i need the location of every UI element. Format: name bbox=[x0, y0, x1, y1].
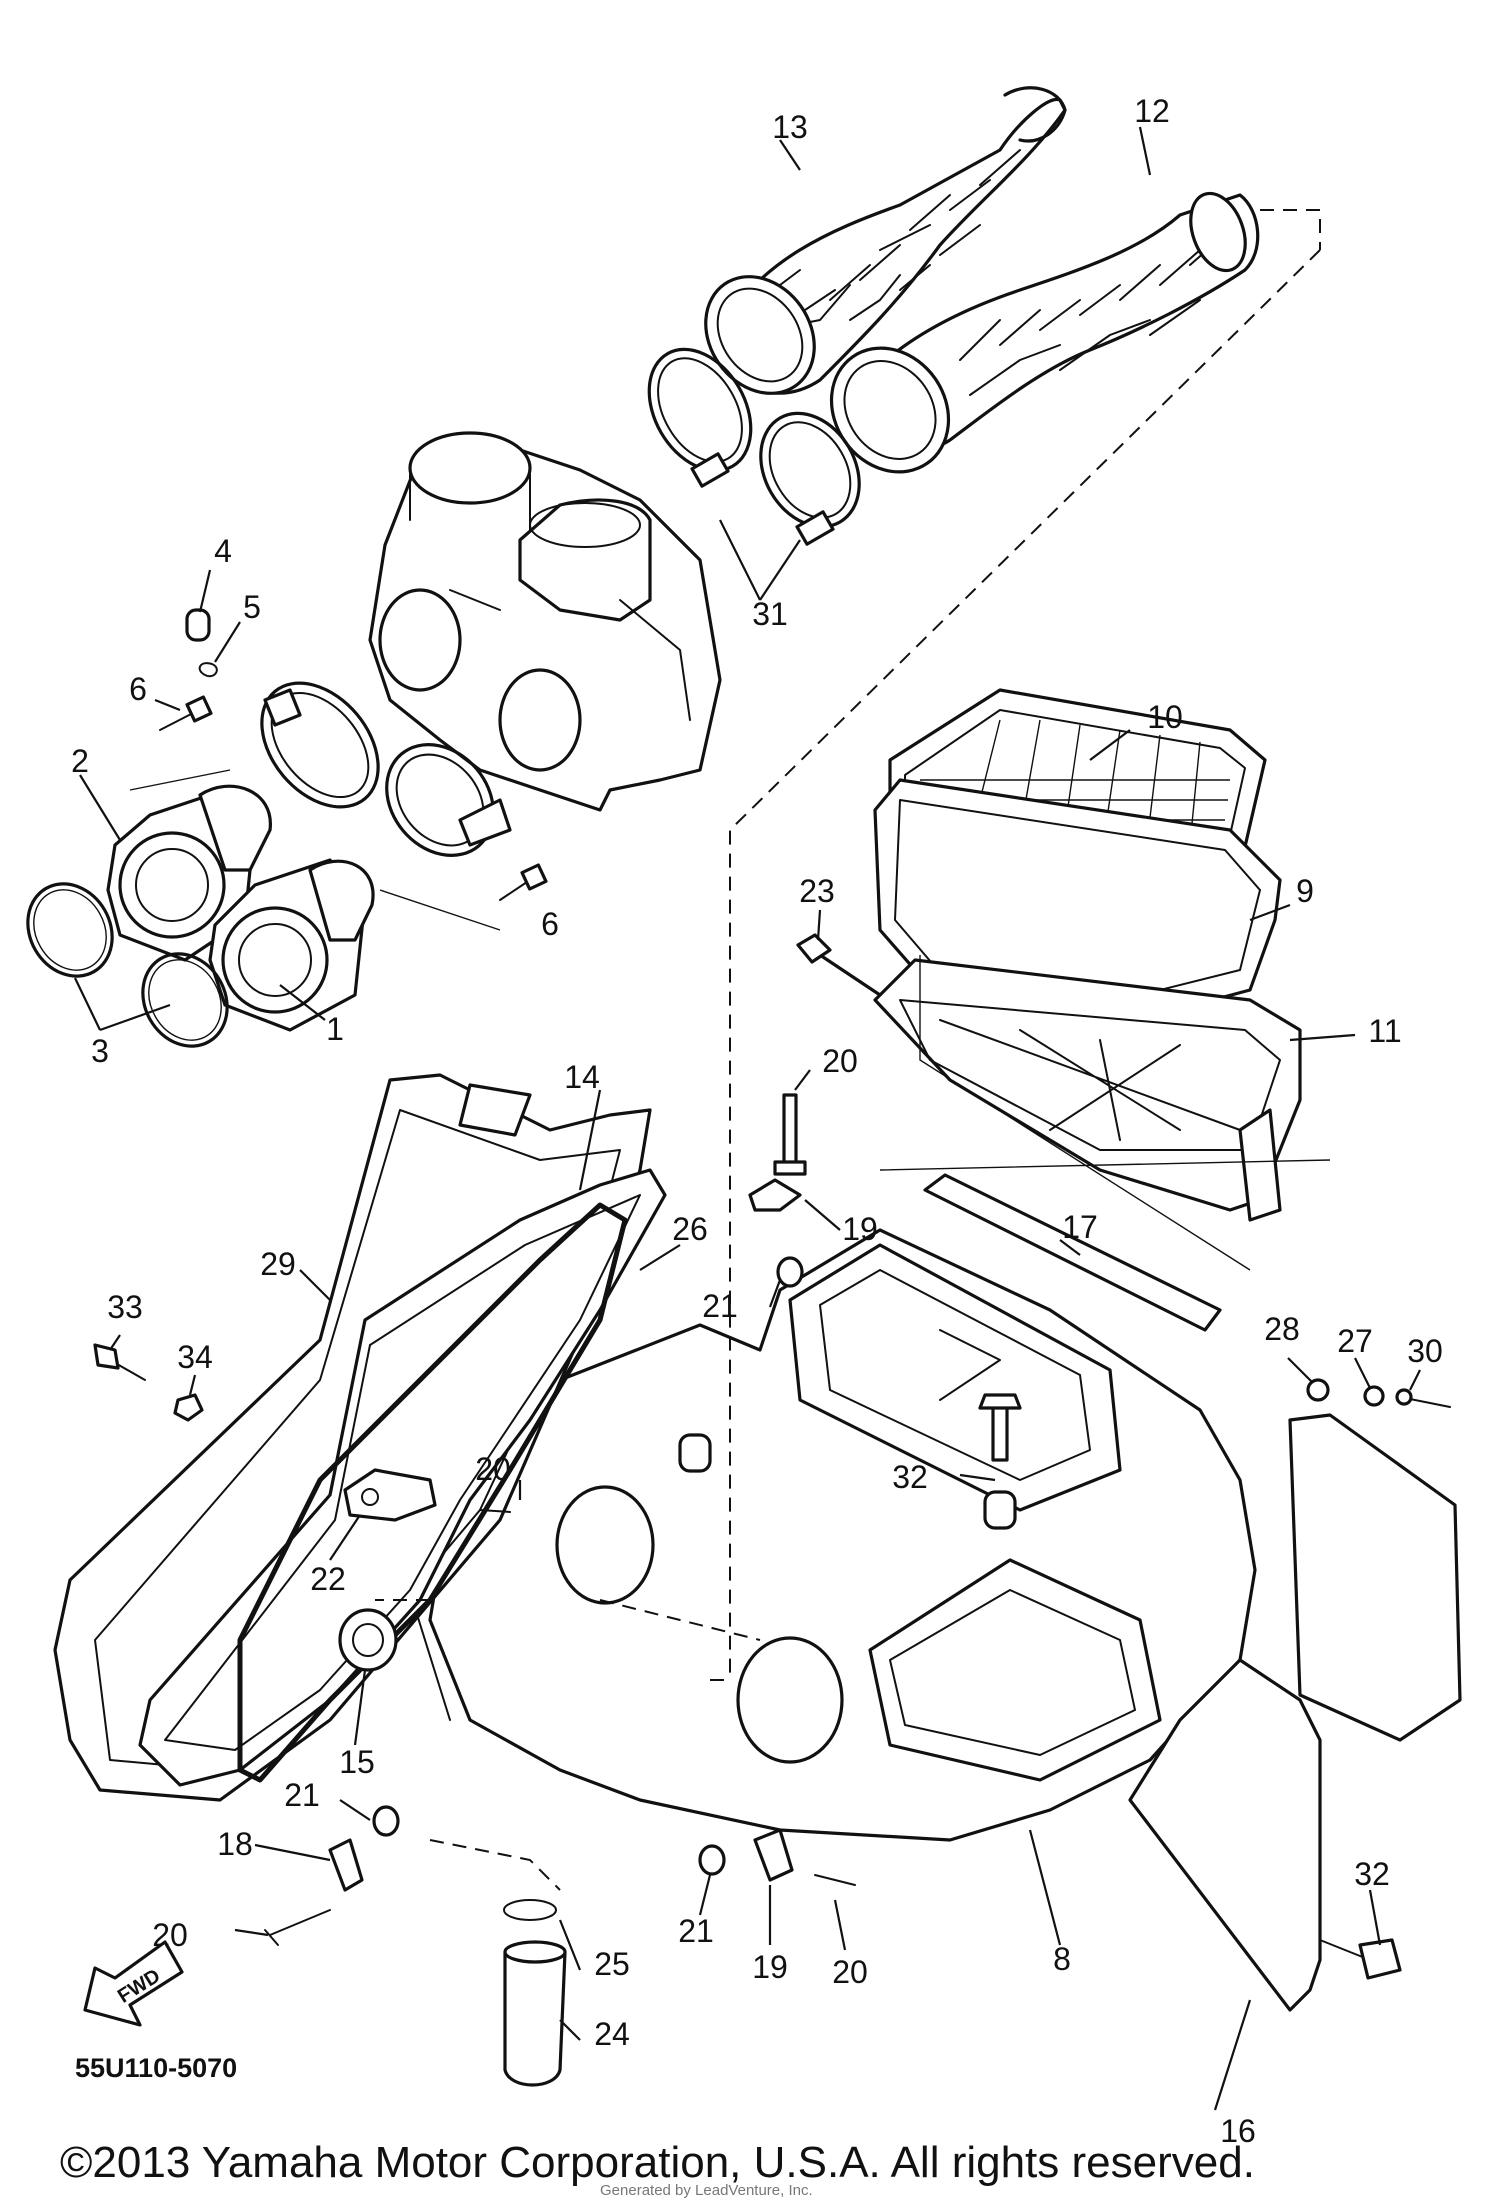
callout-3: 3 bbox=[91, 1033, 109, 1069]
callout-21-left: 21 bbox=[284, 1777, 320, 1813]
callout-5: 5 bbox=[243, 589, 261, 625]
part-32-bolts bbox=[978, 1393, 1402, 1980]
callout-6-upper: 6 bbox=[129, 671, 147, 707]
manifold-clamps bbox=[260, 681, 512, 857]
part-13-intake-duct bbox=[704, 86, 1067, 395]
part-6-screw bbox=[159, 695, 548, 901]
callout-30: 30 bbox=[1407, 1333, 1443, 1369]
callout-14: 14 bbox=[564, 1059, 600, 1095]
callout-34: 34 bbox=[177, 1339, 213, 1375]
part-24-drain-tube bbox=[503, 1940, 567, 2087]
callout-32-upper: 32 bbox=[892, 1459, 928, 1495]
assembly-lines bbox=[129, 209, 1331, 1891]
part-31-clamps bbox=[647, 347, 861, 546]
callout-29: 29 bbox=[260, 1246, 296, 1282]
callout-31: 31 bbox=[752, 596, 788, 632]
part-19-bracket bbox=[748, 1178, 802, 1882]
leader-lines bbox=[74, 126, 1421, 2111]
part-21-collars bbox=[372, 1256, 804, 1876]
callout-22: 22 bbox=[310, 1561, 346, 1597]
part-17-gasket bbox=[923, 1173, 1222, 1332]
callout-24: 24 bbox=[594, 2016, 630, 2052]
part-18-bracket bbox=[328, 1838, 364, 1892]
part-25-clip bbox=[503, 1899, 557, 1921]
callout-8: 8 bbox=[1053, 1941, 1071, 1977]
diagram-code: 55U110-5070 bbox=[75, 2053, 237, 2083]
part-22-bracket bbox=[343, 1468, 437, 1522]
callout-21-lower: 21 bbox=[678, 1913, 714, 1949]
callout-25: 25 bbox=[594, 1946, 630, 1982]
part-27-28-30-hardware bbox=[1288, 1378, 1462, 1742]
part-26-seal bbox=[237, 1202, 628, 1783]
fwd-arrow: FWD bbox=[83, 1940, 184, 2027]
part-23-drain-valve bbox=[796, 933, 882, 997]
part-1-manifold bbox=[208, 858, 375, 1032]
callout-17: 17 bbox=[1062, 1209, 1098, 1245]
callout-10: 10 bbox=[1147, 699, 1183, 735]
callout-4: 4 bbox=[214, 533, 232, 569]
part-33-34-hardware bbox=[93, 1343, 204, 1422]
callout-27: 27 bbox=[1337, 1323, 1373, 1359]
callout-19-lower: 19 bbox=[752, 1949, 788, 1985]
callout-1: 1 bbox=[326, 1011, 344, 1047]
part-5-clip bbox=[198, 662, 218, 678]
callout-13: 13 bbox=[772, 109, 808, 145]
callout-6-lower: 6 bbox=[541, 906, 559, 942]
part-11-filter-case bbox=[873, 958, 1302, 1222]
callout-28: 28 bbox=[1264, 1311, 1300, 1347]
callout-15: 15 bbox=[339, 1744, 375, 1780]
part-2-manifold bbox=[106, 784, 272, 962]
callout-11: 11 bbox=[1368, 1013, 1401, 1049]
callout-26: 26 bbox=[672, 1211, 708, 1247]
part-12-intake-duct bbox=[829, 191, 1260, 474]
carburetor-assembly bbox=[368, 431, 722, 812]
callout-2: 2 bbox=[71, 743, 89, 779]
callout-12: 12 bbox=[1134, 93, 1170, 129]
callout-20-middle: 20 bbox=[475, 1451, 511, 1487]
part-15-grommet bbox=[338, 1608, 398, 1672]
callout-9: 9 bbox=[1296, 873, 1314, 909]
callout-33: 33 bbox=[107, 1289, 143, 1325]
part-20-bolts bbox=[264, 1093, 856, 1946]
callout-23: 23 bbox=[799, 873, 835, 909]
callout-20-upper: 20 bbox=[822, 1043, 858, 1079]
callouts: 1 2 3 4 5 6 6 8 9 10 11 12 13 14 15 16 1… bbox=[71, 93, 1443, 2149]
part-3-o-rings bbox=[26, 882, 229, 1048]
copyright-notice: ©2013 Yamaha Motor Corporation, U.S.A. A… bbox=[60, 2138, 1255, 2187]
callout-21-upper: 21 bbox=[702, 1288, 738, 1324]
callout-19-upper: 19 bbox=[842, 1211, 878, 1247]
part-16-bottom-plate bbox=[1128, 1658, 1322, 2012]
callout-16: 16 bbox=[1220, 2113, 1256, 2149]
callout-32-lower: 32 bbox=[1354, 1856, 1390, 1892]
callout-20-lower: 20 bbox=[832, 1954, 868, 1990]
part-4-cap bbox=[185, 608, 211, 642]
callout-18: 18 bbox=[217, 1826, 253, 1862]
watermark: Generated by LeadVenture, Inc. bbox=[600, 2182, 813, 2198]
